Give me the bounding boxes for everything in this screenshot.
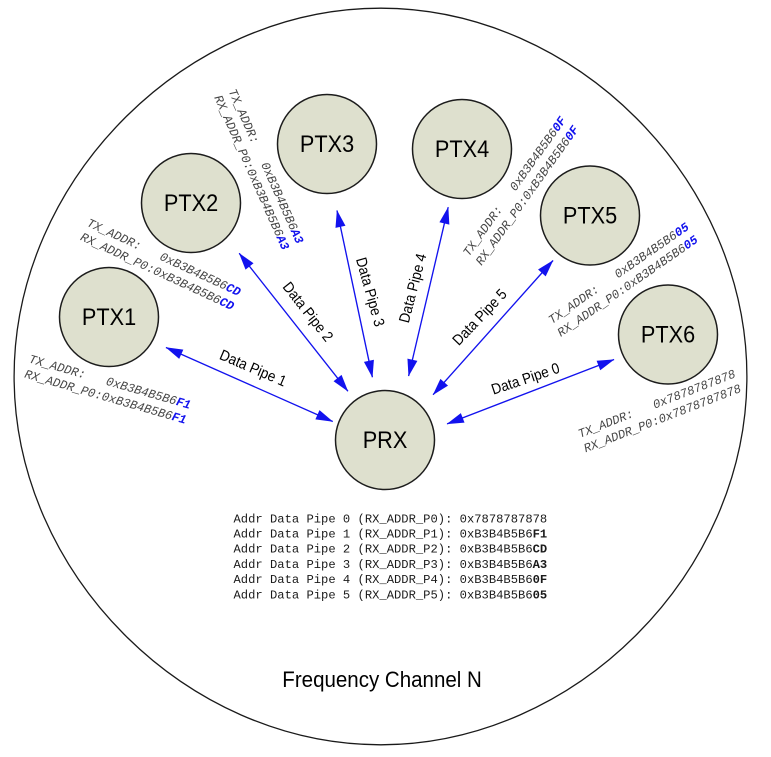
- svg-text:PTX6: PTX6: [641, 321, 695, 348]
- svg-text:Addr Data Pipe 5 (RX_ADDR_P5):: Addr Data Pipe 5 (RX_ADDR_P5): 0xB3B4B5B…: [234, 588, 548, 602]
- svg-text:PTX3: PTX3: [300, 130, 354, 157]
- svg-text:PTX1: PTX1: [82, 303, 136, 330]
- svg-text:PRX: PRX: [363, 426, 408, 453]
- svg-text:PTX5: PTX5: [563, 202, 617, 229]
- svg-text:Addr Data Pipe 1 (RX_ADDR_P1):: Addr Data Pipe 1 (RX_ADDR_P1): 0xB3B4B5B…: [234, 527, 548, 541]
- svg-text:Frequency Channel N: Frequency Channel N: [282, 667, 482, 692]
- svg-text:PTX2: PTX2: [164, 189, 218, 216]
- svg-text:Addr Data Pipe 2 (RX_ADDR_P2):: Addr Data Pipe 2 (RX_ADDR_P2): 0xB3B4B5B…: [234, 543, 548, 557]
- svg-text:Addr Data Pipe 3 (RX_ADDR_P3):: Addr Data Pipe 3 (RX_ADDR_P3): 0xB3B4B5B…: [234, 558, 548, 572]
- svg-text:Addr Data Pipe 4 (RX_ADDR_P4):: Addr Data Pipe 4 (RX_ADDR_P4): 0xB3B4B5B…: [234, 573, 548, 587]
- svg-text:PTX4: PTX4: [435, 135, 489, 162]
- svg-text:Addr Data Pipe 0 (RX_ADDR_P0):: Addr Data Pipe 0 (RX_ADDR_P0): 0x7878787…: [234, 512, 548, 526]
